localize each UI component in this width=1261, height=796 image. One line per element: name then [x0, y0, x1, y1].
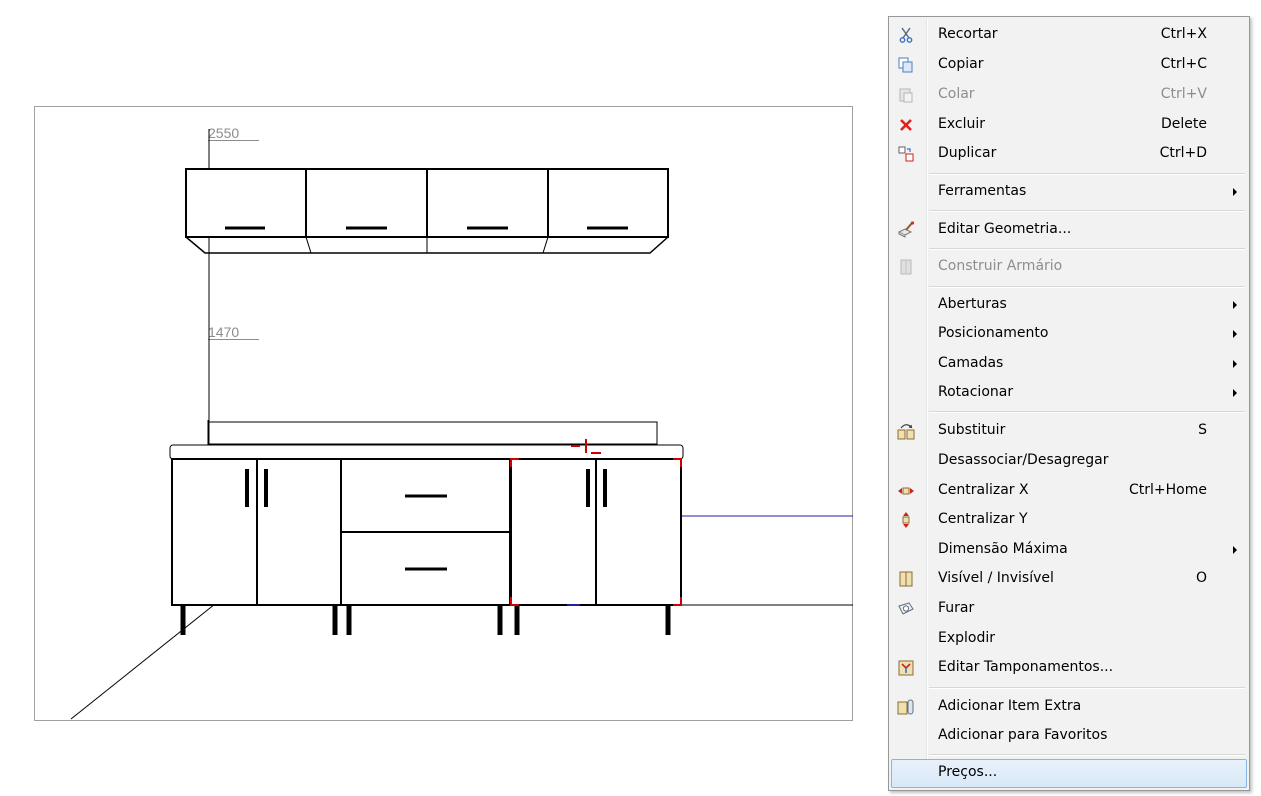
- menu-item-label: Rotacionar: [938, 384, 1014, 400]
- copy-icon: [897, 56, 915, 74]
- menu-item-label: Aberturas: [938, 296, 1007, 312]
- menu-item-label: Duplicar: [938, 145, 997, 161]
- dimension-label-top: 2550: [208, 126, 260, 141]
- menu-item-label: Posicionamento: [938, 325, 1049, 341]
- menu-icon-gutter-divider: [926, 19, 928, 788]
- menu-item-colar: Colar Ctrl+V: [891, 81, 1247, 109]
- menu-item-adicionar-item-extra[interactable]: Adicionar Item Extra: [891, 693, 1247, 721]
- submenu-arrow-icon: [1233, 188, 1237, 196]
- menu-item-ferramentas[interactable]: Ferramentas: [891, 178, 1247, 206]
- menu-separator: [929, 411, 1245, 413]
- drill-icon: [897, 600, 915, 618]
- visibility-icon: [897, 570, 915, 588]
- menu-item-label: Preços...: [938, 764, 998, 780]
- submenu-arrow-icon: [1233, 360, 1237, 368]
- menu-item-label: Centralizar X: [938, 482, 1029, 498]
- submenu-arrow-icon: [1233, 301, 1237, 309]
- submenu-arrow-icon: [1233, 546, 1237, 554]
- menu-item-shortcut: S: [1198, 422, 1207, 438]
- menu-item-label: Substituir: [938, 422, 1006, 438]
- edit-cover-panels-icon: [897, 659, 915, 677]
- menu-item-label: Explodir: [938, 630, 996, 646]
- menu-item-posicionamento[interactable]: Posicionamento: [891, 320, 1247, 348]
- center-x-icon: [897, 482, 915, 500]
- menu-item-centralizar-x[interactable]: Centralizar X Ctrl+Home: [891, 477, 1247, 505]
- center-y-icon: [897, 511, 915, 529]
- paste-icon: [897, 86, 915, 104]
- menu-item-explodir[interactable]: Explodir: [891, 625, 1247, 653]
- menu-item-shortcut: Ctrl+Home: [1129, 482, 1207, 498]
- menu-item-editar-geometria[interactable]: Editar Geometria...: [891, 216, 1247, 244]
- submenu-arrow-icon: [1233, 330, 1237, 338]
- menu-item-visivel-invisivel[interactable]: Visível / Invisível O: [891, 565, 1247, 593]
- menu-item-adicionar-favoritos[interactable]: Adicionar para Favoritos: [891, 722, 1247, 750]
- menu-item-label: Copiar: [938, 56, 984, 72]
- menu-item-rotacionar[interactable]: Rotacionar: [891, 379, 1247, 407]
- kitchen-cabinet-drawing: [70, 129, 853, 720]
- menu-item-label: Construir Armário: [938, 258, 1063, 274]
- dimension-label-mid: 1470: [208, 325, 260, 340]
- menu-item-label: Excluir: [938, 116, 985, 132]
- menu-item-furar[interactable]: Furar: [891, 595, 1247, 623]
- menu-item-shortcut: O: [1195, 570, 1207, 586]
- duplicate-icon: [897, 145, 915, 163]
- replace-icon: [897, 422, 915, 440]
- menu-separator: [929, 754, 1245, 756]
- menu-item-dimensao-maxima[interactable]: Dimensão Máxima: [891, 536, 1247, 564]
- menu-separator: [929, 173, 1245, 175]
- cabinet-legs: [180, 605, 671, 635]
- menu-item-label: Visível / Invisível: [938, 570, 1054, 586]
- menu-item-desassociar[interactable]: Desassociar/Desagregar: [891, 447, 1247, 475]
- menu-item-substituir[interactable]: Substituir S: [891, 417, 1247, 445]
- menu-item-excluir[interactable]: Excluir Delete: [891, 111, 1247, 139]
- menu-item-label: Recortar: [938, 26, 998, 42]
- menu-item-shortcut: Ctrl+D: [1159, 145, 1207, 161]
- delete-x-icon: [897, 116, 915, 134]
- menu-item-label: Centralizar Y: [938, 511, 1028, 527]
- menu-item-label: Furar: [938, 600, 975, 616]
- base-cabinets: [171, 458, 682, 606]
- menu-item-label: Camadas: [938, 355, 1004, 371]
- menu-item-label: Editar Tamponamentos...: [938, 659, 1114, 675]
- menu-item-duplicar[interactable]: Duplicar Ctrl+D: [891, 140, 1247, 168]
- menu-item-camadas[interactable]: Camadas: [891, 350, 1247, 378]
- menu-item-label: Ferramentas: [938, 183, 1027, 199]
- upper-cabinets: [185, 168, 669, 254]
- menu-separator: [929, 286, 1245, 288]
- menu-separator: [929, 687, 1245, 689]
- menu-item-label: Desassociar/Desagregar: [938, 452, 1109, 468]
- menu-item-shortcut: Ctrl+C: [1160, 56, 1207, 72]
- menu-item-shortcut: Delete: [1161, 116, 1207, 132]
- menu-item-label: Colar: [938, 86, 975, 102]
- menu-item-shortcut: Ctrl+X: [1160, 26, 1207, 42]
- menu-separator: [929, 248, 1245, 250]
- add-extra-item-icon: [897, 698, 915, 716]
- menu-item-construir-armario: Construir Armário: [891, 253, 1247, 281]
- edit-geometry-icon: [897, 221, 915, 239]
- menu-item-copiar[interactable]: Copiar Ctrl+C: [891, 51, 1247, 79]
- drawing-viewport[interactable]: 2550 1470: [34, 106, 853, 721]
- submenu-arrow-icon: [1233, 389, 1237, 397]
- backsplash-and-countertop: [169, 421, 684, 460]
- menu-item-shortcut: Ctrl+V: [1160, 86, 1207, 102]
- selection-markers: [510, 439, 682, 606]
- menu-item-editar-tamponamentos[interactable]: Editar Tamponamentos...: [891, 654, 1247, 682]
- context-menu: Recortar Ctrl+X Copiar Ctrl+C Colar Ctrl…: [888, 16, 1250, 791]
- menu-item-aberturas[interactable]: Aberturas: [891, 291, 1247, 319]
- scissors-icon: [897, 26, 915, 44]
- menu-separator: [929, 210, 1245, 212]
- menu-item-recortar[interactable]: Recortar Ctrl+X: [891, 21, 1247, 49]
- menu-item-label: Adicionar para Favoritos: [938, 727, 1108, 743]
- menu-item-label: Dimensão Máxima: [938, 541, 1068, 557]
- menu-item-label: Adicionar Item Extra: [938, 698, 1082, 714]
- menu-item-precos[interactable]: Preços...: [891, 759, 1247, 788]
- build-cabinet-icon: [897, 258, 915, 276]
- menu-item-centralizar-y[interactable]: Centralizar Y: [891, 506, 1247, 534]
- menu-item-label: Editar Geometria...: [938, 221, 1072, 237]
